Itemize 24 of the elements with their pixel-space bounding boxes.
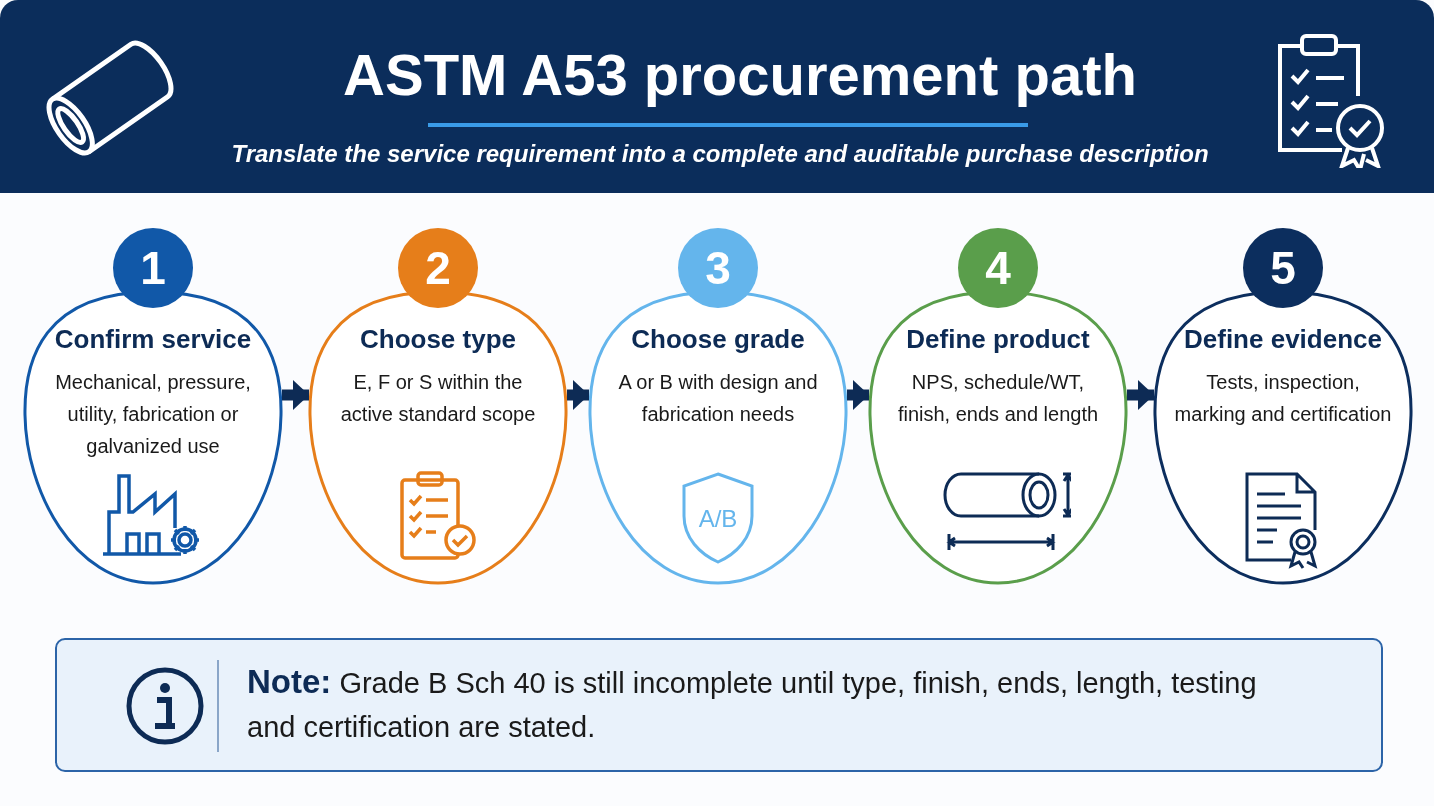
- subtitle: Translate the service requirement into a complete and auditable purchase description: [230, 140, 1210, 168]
- step-number: 1: [113, 228, 193, 308]
- step-description: E, F or S within the active standard scope: [339, 370, 537, 427]
- grade-label: A/B: [697, 505, 739, 533]
- arrow: [282, 380, 309, 410]
- step-description: Tests, inspection, marking and certification: [1173, 370, 1393, 427]
- step-description: NPS, schedule/WT, finish, ends and length: [896, 370, 1100, 427]
- step-description: Mechanical, pressure, utility, fabrication or galvanized use: [54, 370, 252, 459]
- note-text: Note: Grade B Sch 40 is still incomplete until type, finish, ends, length, testing and certification are stated.: [247, 662, 1258, 745]
- arrow: [1127, 380, 1154, 410]
- step-number: 3: [678, 228, 758, 308]
- arrow: [567, 380, 589, 410]
- arrow: [847, 380, 869, 410]
- step-number: 5: [1243, 228, 1323, 308]
- step-number: 2: [398, 228, 478, 308]
- note-panel: [55, 638, 1383, 772]
- step-heading: Choose type: [359, 324, 517, 355]
- step-heading: Confirm service: [53, 324, 253, 355]
- step-heading: Define product: [905, 324, 1091, 355]
- step-heading: Choose grade: [630, 324, 806, 355]
- title: ASTM A53 procurement path: [342, 41, 1138, 109]
- step-description: A or B with design and fabrication needs: [617, 370, 819, 427]
- step-number: 4: [958, 228, 1038, 308]
- step-heading: Define evidence: [1183, 324, 1383, 355]
